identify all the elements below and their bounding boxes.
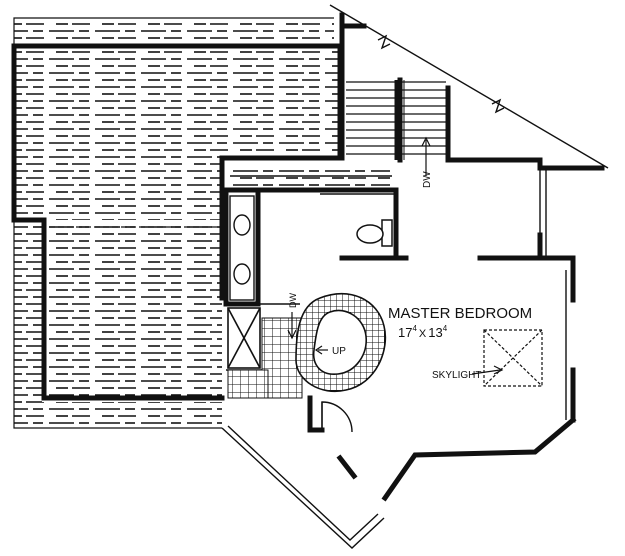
roof-outline [13, 17, 334, 429]
tub [295, 293, 387, 393]
skylight-leader [471, 365, 504, 375]
tub-up-label: UP [332, 346, 346, 357]
sink-icon [233, 214, 251, 236]
tub-arrows [287, 312, 328, 355]
vanity [229, 195, 255, 301]
toilet-icon [356, 219, 393, 247]
walls [11, 12, 605, 502]
stair-down-label: DW [422, 171, 433, 188]
skylight-label: SKYLIGHT [432, 370, 481, 381]
shower [227, 307, 261, 369]
roof-area [14, 20, 390, 425]
tile-floor [227, 369, 269, 399]
stair [346, 80, 446, 176]
break-marks [377, 34, 505, 114]
room-name: MASTER BEDROOM [388, 305, 532, 322]
tub-down-label: DW [288, 293, 298, 308]
door-swing [321, 401, 353, 433]
sink-icon [233, 263, 251, 285]
skylight-icon [483, 329, 543, 387]
thin-walls [221, 4, 609, 549]
